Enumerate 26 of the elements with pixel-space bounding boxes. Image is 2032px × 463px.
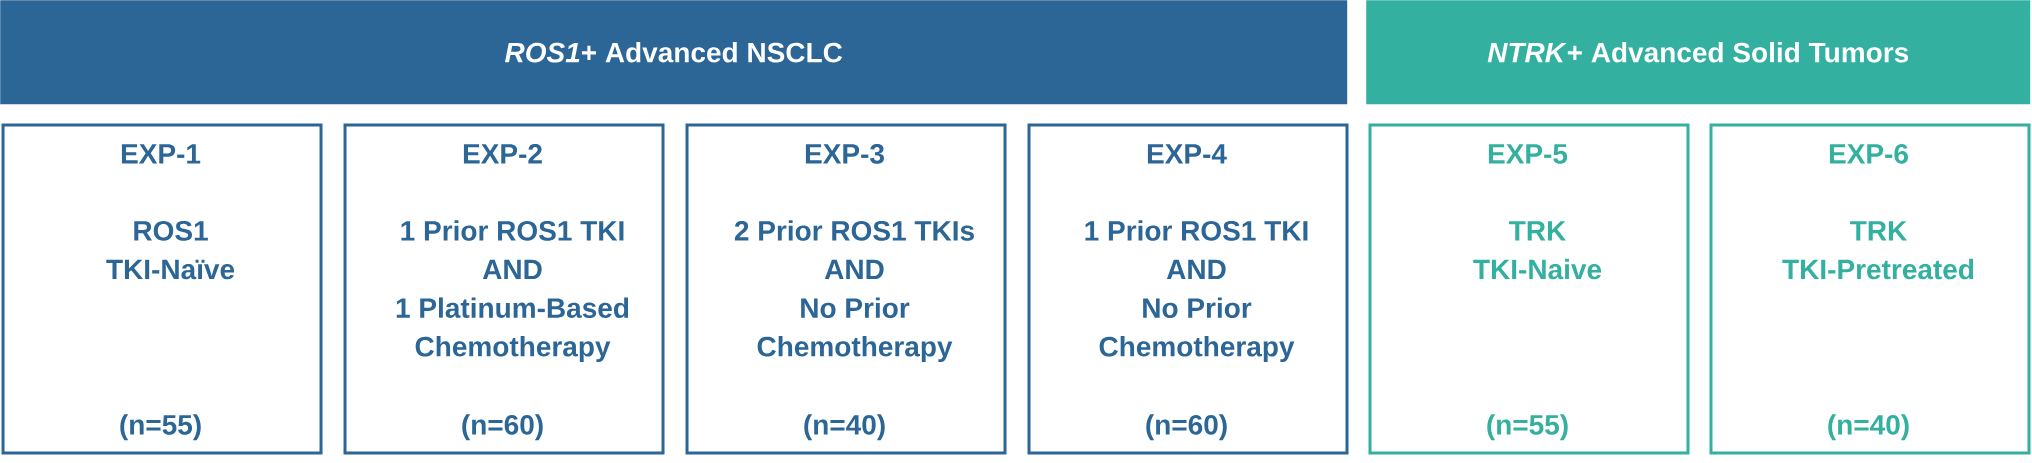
cohort-box bbox=[1027, 123, 1349, 455]
header-band: NTRK+ Advanced Solid Tumors bbox=[1366, 0, 2031, 105]
cohort-heading: EXP-4 bbox=[1147, 144, 1227, 164]
cohort-heading: EXP-3 bbox=[805, 143, 884, 164]
criteria-text: TRK TKI-Pretreated bbox=[1782, 221, 1974, 280]
criteria-text: 2 Prior ROS1 TKIs AND No Prior Chemotherapy bbox=[734, 220, 974, 363]
sample-size: (n=60) bbox=[1146, 414, 1227, 441]
cohort-box bbox=[343, 123, 665, 455]
sample-size: (n=60) bbox=[462, 414, 543, 441]
cohort-box bbox=[685, 123, 1007, 455]
sample-size: (n=40) bbox=[804, 414, 885, 441]
cohort-heading: EXP-5 bbox=[1488, 144, 1568, 164]
criteria-text: 1 Prior ROS1 TKI AND 1 Platinum-Based Chemotherapy bbox=[396, 220, 629, 363]
cohort-box bbox=[1368, 123, 1690, 455]
cohort-heading: EXP-1 bbox=[121, 144, 201, 164]
sample-size: (n=55) bbox=[1487, 414, 1568, 441]
criteria-text: 1 Prior ROS1 TKI AND No Prior Chemotherapy bbox=[1085, 220, 1308, 363]
cohort-box bbox=[1709, 123, 2031, 455]
cohort-heading: EXP-6 bbox=[1829, 143, 1908, 164]
criteria-text: TRK TKI-Naive bbox=[1473, 221, 1602, 280]
header-band: ROS1+ Advanced NSCLC bbox=[0, 0, 1348, 105]
cohort-heading: EXP-2 bbox=[463, 143, 542, 164]
cohort-box bbox=[1, 123, 323, 455]
criteria-text: ROS1 TKI-Naïve bbox=[106, 220, 235, 280]
sample-size: (n=40) bbox=[1828, 414, 1909, 441]
sample-size: (n=55) bbox=[120, 414, 201, 441]
